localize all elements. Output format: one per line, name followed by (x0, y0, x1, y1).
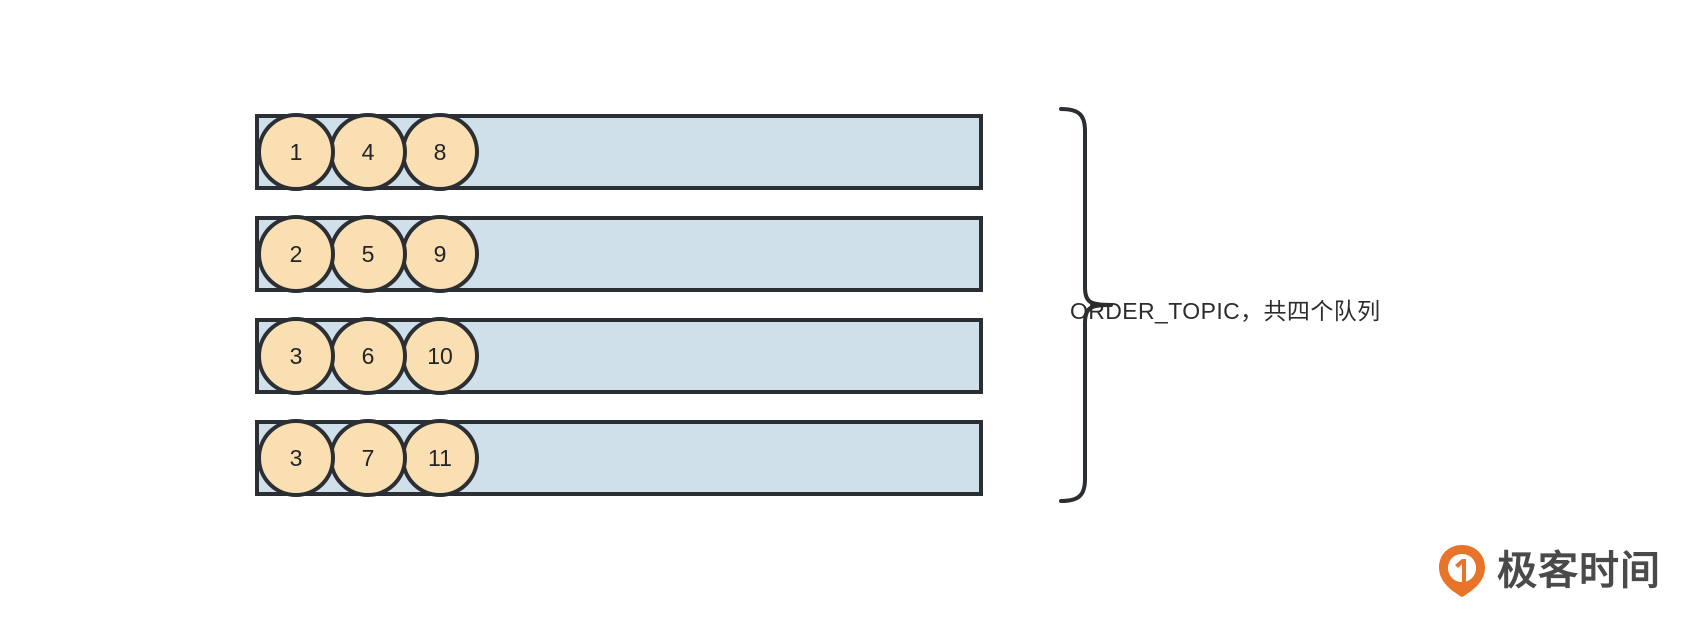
message-strip: 1 4 8 (257, 113, 479, 191)
message-token: 10 (401, 317, 479, 395)
message-strip: 2 5 9 (257, 215, 479, 293)
message-token: 3 (257, 419, 335, 497)
message-strip: 3 7 11 (257, 419, 479, 497)
message-token: 6 (329, 317, 407, 395)
message-token: 2 (257, 215, 335, 293)
message-strip: 3 6 10 (257, 317, 479, 395)
message-token: 11 (401, 419, 479, 497)
message-token: 9 (401, 215, 479, 293)
queue-row: 2 5 9 (255, 215, 983, 293)
message-token: 8 (401, 113, 479, 191)
message-token: 5 (329, 215, 407, 293)
geekbang-pin-logo-icon (1439, 545, 1485, 597)
message-token: 3 (257, 317, 335, 395)
queue-row: 3 6 10 (255, 317, 983, 395)
message-token: 7 (329, 419, 407, 497)
queue-row: 1 4 8 (255, 113, 983, 191)
brand-logo: 极客时间 (1437, 544, 1661, 598)
message-token: 4 (329, 113, 407, 191)
queue-row: 3 7 11 (255, 419, 983, 497)
message-token: 1 (257, 113, 335, 191)
right-curly-brace-icon (1059, 107, 1113, 503)
brand-name: 极客时间 (1497, 548, 1661, 594)
topic-annotation-label: ORDER_TOPIC，共四个队列 (1070, 298, 1381, 324)
